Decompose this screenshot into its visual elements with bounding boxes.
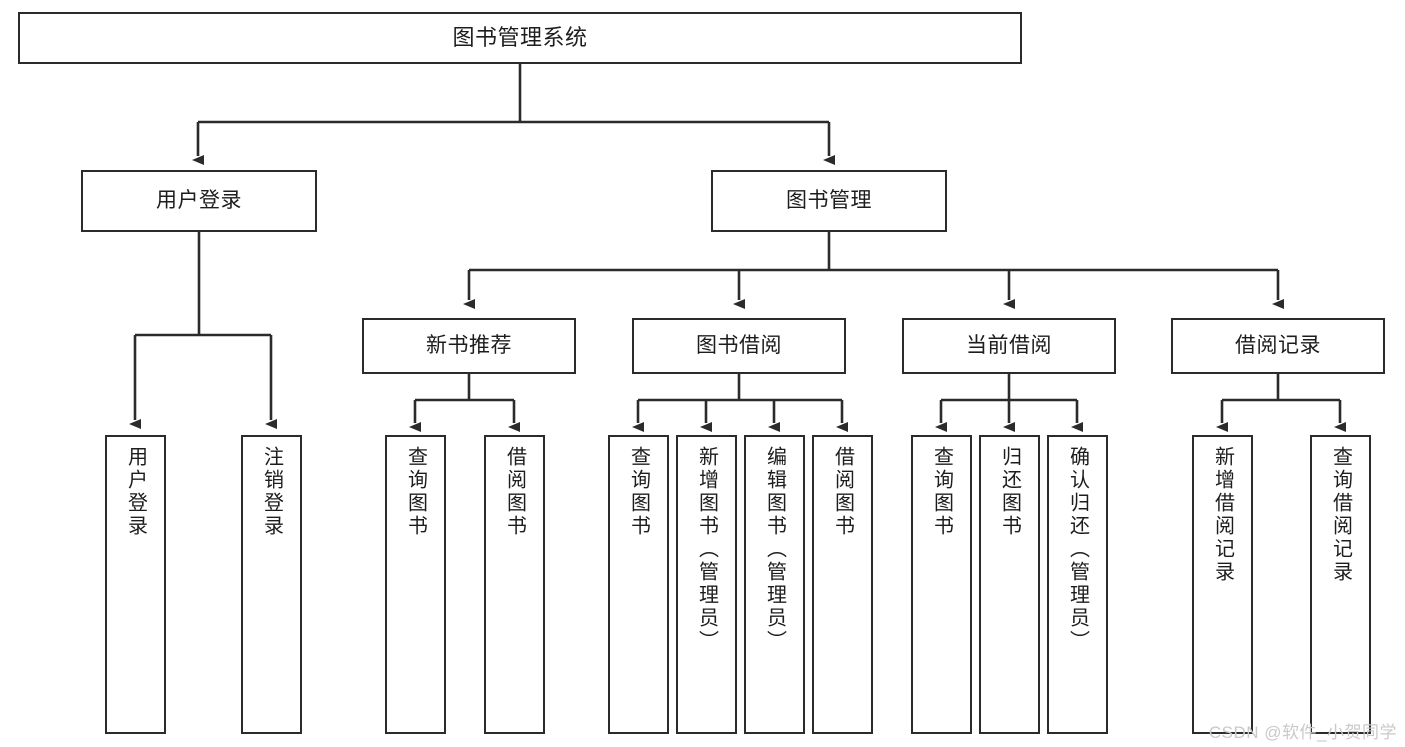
node-label: 查询图书: [627, 446, 650, 538]
node-label: 查询借阅记录: [1329, 446, 1352, 584]
node-label: 借阅图书: [831, 446, 854, 538]
node-label: 新书推荐: [426, 333, 512, 357]
node-leaf-borrow-book[interactable]: 借阅图书: [812, 435, 873, 734]
node-label: 图书管理系统: [452, 25, 588, 51]
node-label: 归还图书: [998, 446, 1021, 538]
node-new-book-recommend[interactable]: 新书推荐: [362, 318, 576, 374]
node-label: 借阅图书: [503, 446, 526, 538]
node-book-borrow[interactable]: 图书借阅: [632, 318, 846, 374]
node-leaf-add-borrow-record[interactable]: 新增借阅记录: [1192, 435, 1253, 734]
node-label: 新增图书（管理员）: [695, 446, 718, 653]
csdn-watermark: CSDN @软件_小贺同学: [1208, 723, 1397, 742]
node-leaf-return-book[interactable]: 归还图书: [979, 435, 1040, 734]
node-leaf-user-login[interactable]: 用户登录: [105, 435, 166, 734]
node-borrow-record[interactable]: 借阅记录: [1171, 318, 1385, 374]
node-label: 用户登录: [124, 446, 147, 538]
node-leaf-query-book-current[interactable]: 查询图书: [911, 435, 972, 734]
node-label: 编辑图书（管理员）: [763, 446, 786, 653]
node-label: 查询图书: [930, 446, 953, 538]
node-label: 新增借阅记录: [1211, 446, 1234, 584]
node-label: 查询图书: [404, 446, 427, 538]
node-label: 注销登录: [260, 446, 283, 538]
node-leaf-add-book-admin[interactable]: 新增图书（管理员）: [676, 435, 737, 734]
node-label: 图书借阅: [696, 333, 782, 357]
node-label: 用户登录: [156, 188, 242, 212]
node-label: 图书管理: [786, 188, 872, 212]
node-leaf-logout[interactable]: 注销登录: [241, 435, 302, 734]
node-leaf-confirm-return-admin[interactable]: 确认归还（管理员）: [1047, 435, 1108, 734]
node-leaf-query-book-recommend[interactable]: 查询图书: [385, 435, 446, 734]
node-root-book-management-system[interactable]: 图书管理系统: [18, 12, 1022, 64]
node-label: 当前借阅: [966, 333, 1052, 357]
node-leaf-edit-book-admin[interactable]: 编辑图书（管理员）: [744, 435, 805, 734]
node-label: 借阅记录: [1235, 333, 1321, 357]
node-leaf-query-book[interactable]: 查询图书: [608, 435, 669, 734]
node-current-borrow[interactable]: 当前借阅: [902, 318, 1116, 374]
node-book-management[interactable]: 图书管理: [711, 170, 947, 232]
node-user-login[interactable]: 用户登录: [81, 170, 317, 232]
node-leaf-borrow-book-recommend[interactable]: 借阅图书: [484, 435, 545, 734]
node-leaf-query-borrow-record[interactable]: 查询借阅记录: [1310, 435, 1371, 734]
node-label: 确认归还（管理员）: [1066, 446, 1089, 653]
